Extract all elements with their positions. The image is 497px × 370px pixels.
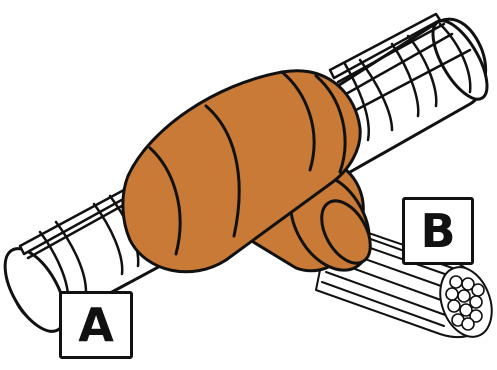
callout-label-b: B bbox=[402, 197, 474, 265]
tee-splice-sleeve bbox=[123, 71, 386, 284]
callout-label-b-text: B bbox=[420, 204, 455, 258]
callout-label-a-text: A bbox=[78, 298, 114, 352]
callout-label-a: A bbox=[59, 291, 133, 359]
